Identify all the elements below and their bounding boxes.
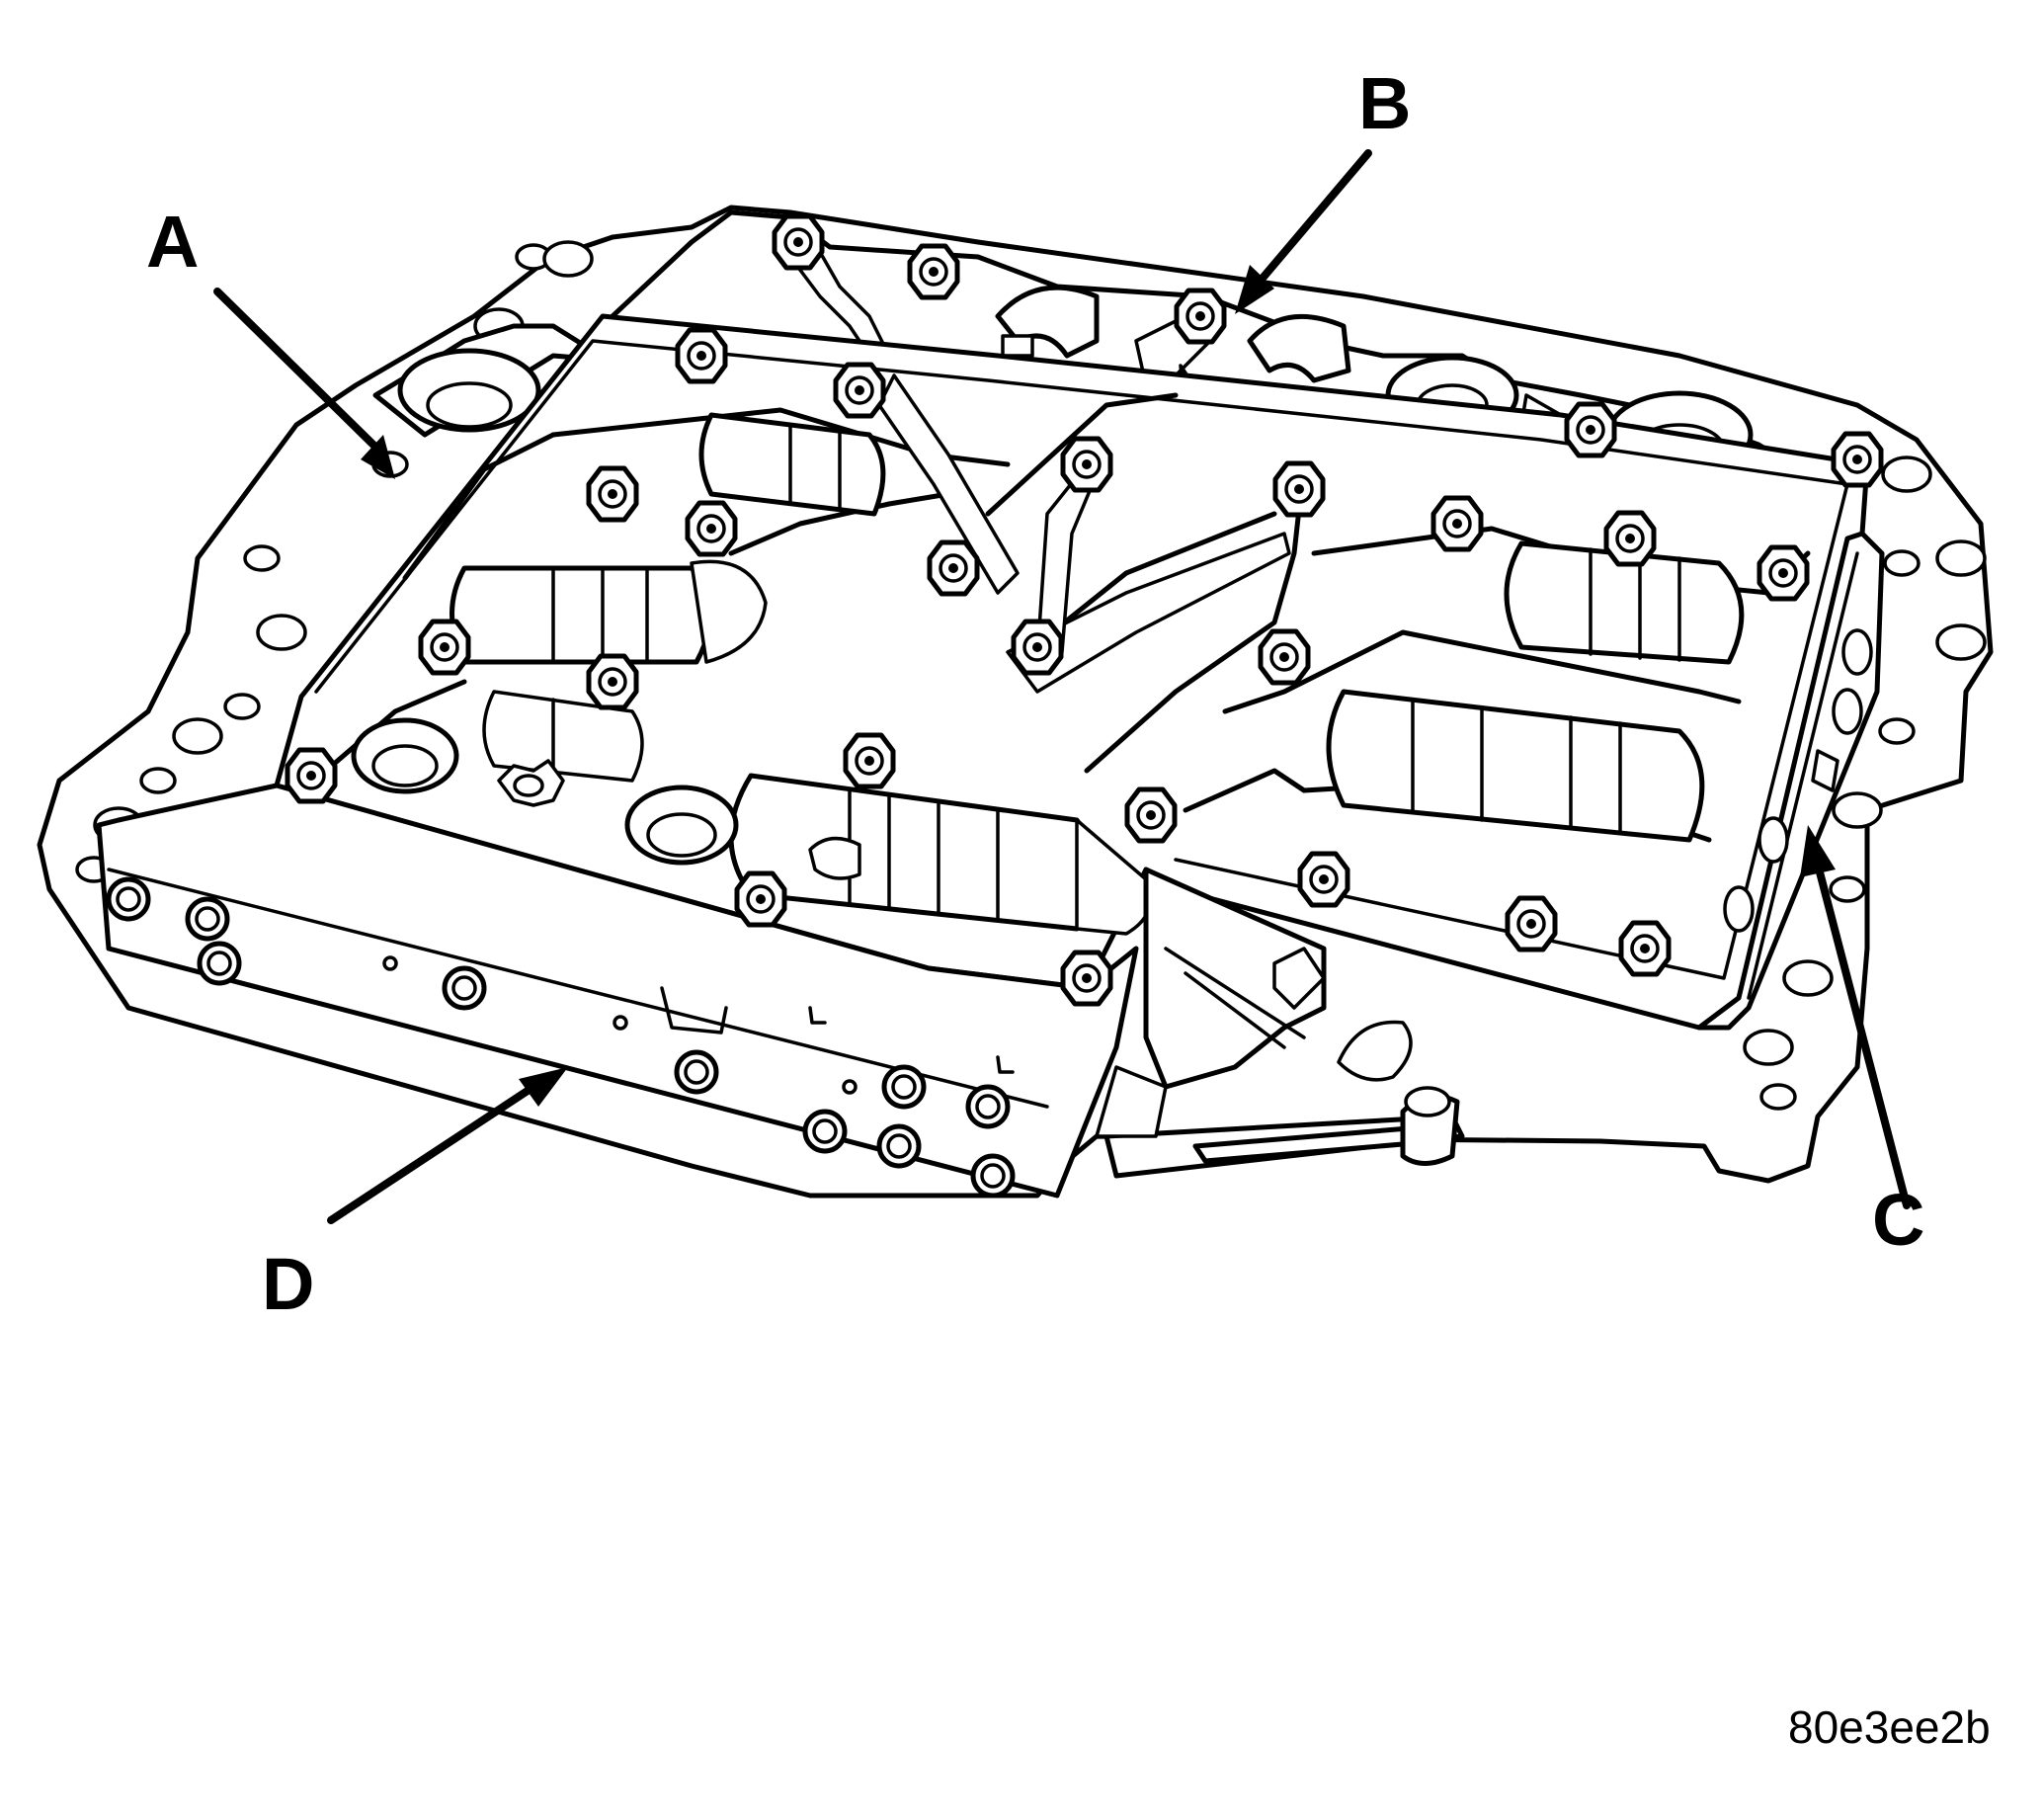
callout-label-a: A xyxy=(146,201,199,283)
callout-labels: A B C D xyxy=(146,62,1924,1325)
left-corner-features xyxy=(351,717,861,880)
right-side-rail xyxy=(1696,531,1885,1031)
callout-label-d: D xyxy=(262,1243,314,1325)
figure-id: 80e3ee2b xyxy=(1788,1701,1991,1753)
callout-label-b: B xyxy=(1358,62,1411,144)
manual-lever xyxy=(1095,867,1465,1179)
callout-arrows xyxy=(213,149,1911,1224)
callout-label-c: C xyxy=(1872,1179,1924,1261)
solenoid-cylinders xyxy=(449,412,1745,936)
